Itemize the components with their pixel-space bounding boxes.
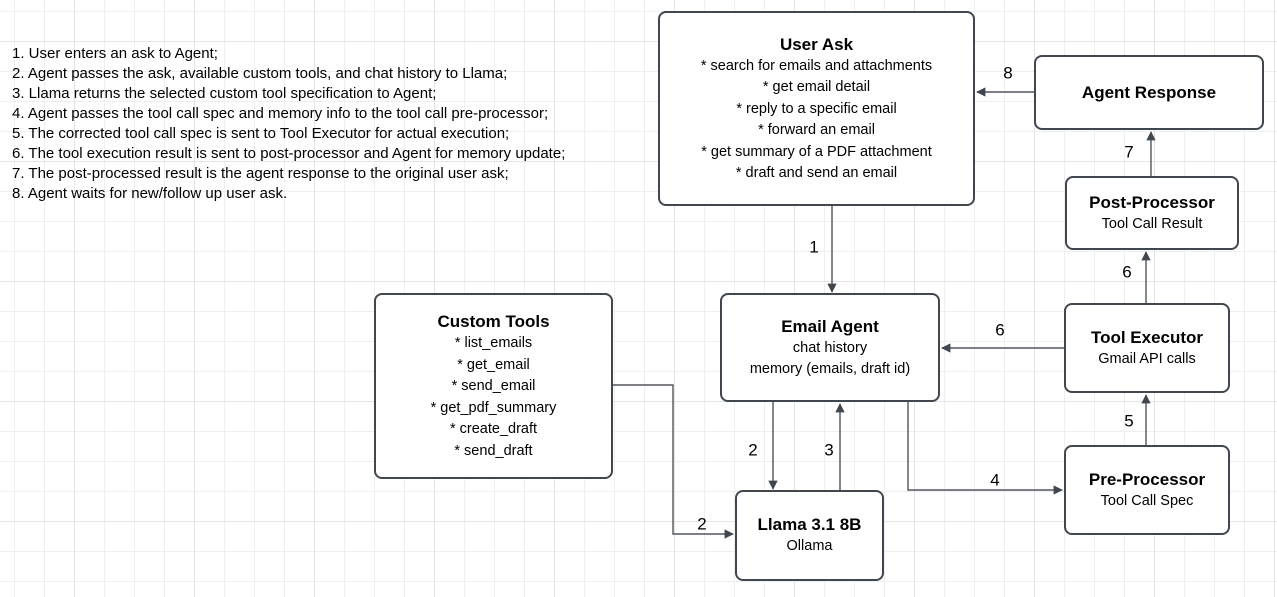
node-subtitle: Tool Call Spec	[1100, 492, 1194, 509]
node-title: Llama 3.1 8B	[757, 515, 862, 535]
edge-label-5: 5	[1124, 411, 1134, 431]
note-line-7: 7. The post-processed result is the agen…	[12, 165, 509, 182]
node-line: * search for emails and attachments	[700, 57, 933, 74]
node-agent-response: Agent Response	[1034, 55, 1264, 130]
node-subtitle: Gmail API calls	[1098, 350, 1196, 367]
edge-label-6a: 6	[1122, 262, 1132, 282]
node-line: * get email detail	[762, 79, 871, 95]
node-line: * get_email	[457, 356, 530, 373]
node-line: * draft and send an email	[735, 165, 898, 181]
node-post-processor: Post-Processor Tool Call Result	[1065, 176, 1239, 250]
node-line: * forward an email	[758, 122, 875, 138]
node-title: Email Agent	[781, 316, 879, 336]
node-tool-executor: Tool Executor Gmail API calls	[1064, 303, 1230, 393]
node-line: * create_draft	[449, 421, 538, 437]
node-custom-tools: Custom Tools * list_emails * get_email *…	[374, 293, 613, 479]
edge-label-3: 3	[824, 440, 834, 460]
node-title: Agent Response	[1081, 83, 1217, 102]
node-subtitle: Ollama	[786, 538, 833, 555]
edge-label-6b: 6	[995, 320, 1005, 340]
edge-label-2b: 2	[697, 514, 707, 534]
edge-label-1: 1	[809, 237, 819, 257]
node-line: * send_email	[451, 378, 536, 394]
edge-label-4: 4	[990, 470, 1000, 490]
note-line-3: 3. Llama returns the selected custom too…	[12, 85, 437, 102]
node-line: * reply to a specific email	[736, 100, 897, 117]
node-user-ask: User Ask * search for emails and attachm…	[658, 11, 975, 206]
node-subtitle: Tool Call Result	[1101, 215, 1203, 232]
node-title: Post-Processor	[1089, 192, 1215, 212]
edge-2-custom-tools-to-llama	[613, 384, 734, 539]
note-line-4: 4. Agent passes the tool call spec and m…	[12, 105, 549, 122]
node-title: Pre-Processor	[1088, 469, 1206, 489]
note-line-2: 2. Agent passes the ask, available custo…	[12, 65, 508, 82]
node-line: * get_pdf_summary	[430, 399, 557, 416]
node-line: * send_draft	[454, 442, 533, 459]
edge-label-8: 8	[1003, 63, 1013, 83]
edge-label-2a: 2	[748, 440, 758, 460]
note-line-1: 1. User enters an ask to Agent;	[12, 45, 218, 62]
edge-4-email-agent-to-pre-processor	[907, 402, 1063, 495]
node-email-agent: Email Agent chat history memory (emails,…	[720, 293, 940, 402]
node-line: chat history	[792, 339, 868, 356]
note-line-5: 5. The corrected tool call spec is sent …	[12, 125, 510, 142]
note-line-8: 8. Agent waits for new/follow up user as…	[12, 185, 288, 202]
node-title: Tool Executor	[1090, 327, 1204, 347]
node-title: Custom Tools	[437, 312, 550, 331]
node-line: * get summary of a PDF attachment	[701, 143, 932, 160]
node-title: User Ask	[779, 34, 854, 54]
node-line: * list_emails	[454, 335, 533, 351]
node-line: memory (emails, draft id)	[749, 361, 911, 377]
note-line-6: 6. The tool execution result is sent to …	[12, 145, 566, 162]
edge-label-7: 7	[1124, 142, 1134, 162]
flow-notes: 1. User enters an ask to Agent; 2. Agent…	[12, 44, 565, 204]
node-llama: Llama 3.1 8B Ollama	[735, 490, 884, 581]
node-pre-processor: Pre-Processor Tool Call Spec	[1064, 445, 1230, 535]
